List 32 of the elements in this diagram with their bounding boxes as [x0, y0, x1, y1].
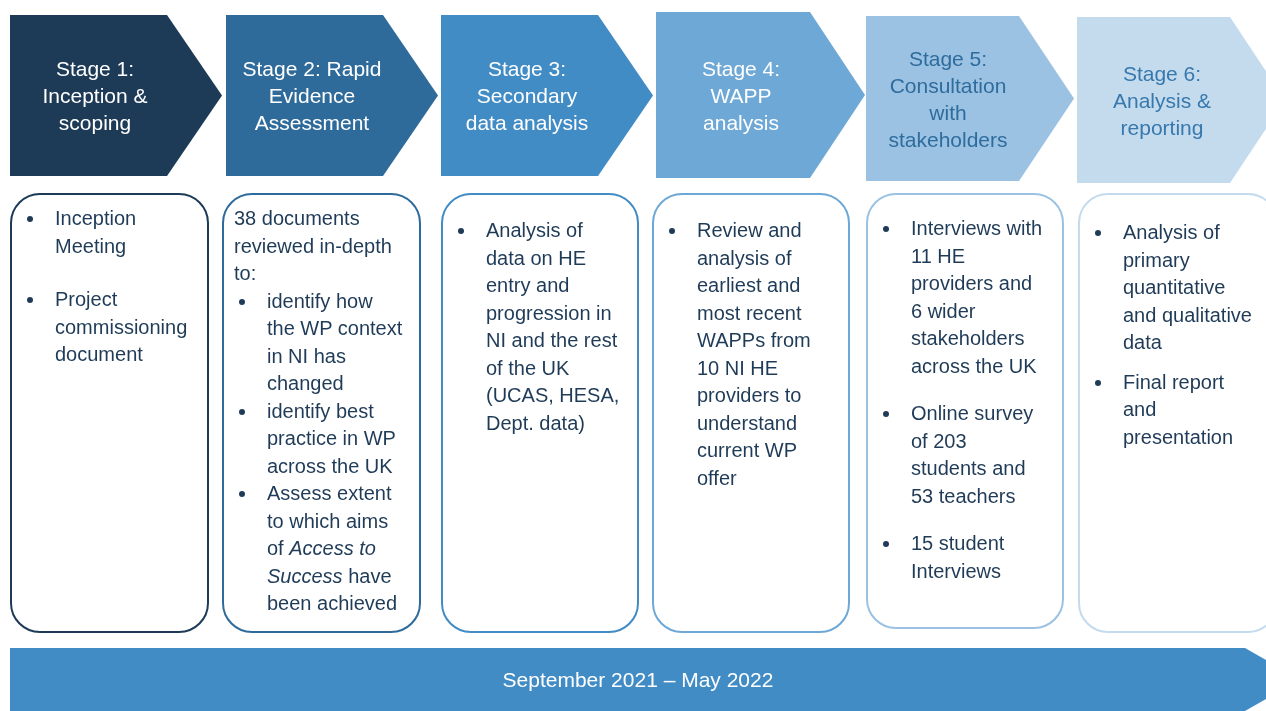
timeline-label: September 2021 – May 2022: [501, 666, 775, 693]
activity-card: [222, 193, 421, 633]
bullet-text: Online survey of 203 students and 53 teachers: [911, 402, 1034, 507]
bullet-text: Assess extent to which aims of Access to Success have been achieved: [267, 482, 398, 614]
chevron-stage-shape: [10, 15, 222, 176]
bullet-text: Inception Meeting: [55, 207, 137, 257]
stage-title: Stage 1: Inception & scoping: [41, 56, 149, 136]
intro-text: 38 documents reviewed in-depth to:: [234, 207, 392, 284]
activity-card: [652, 193, 850, 633]
activity-card: [10, 193, 209, 633]
bullet-text: Analysis of data on HE entry and progression in NI and the rest of the UK (UCAS, HESA, Dept. data): [486, 219, 620, 434]
bullet-text: Review and analysis of earliest and most recent WAPPs from 10 NI HE providers to understand current WP offer: [697, 219, 811, 489]
activity-card: [441, 193, 639, 633]
bullet-text: Final report and presentation: [1123, 370, 1234, 448]
bullet-text: 15 student Interviews: [911, 532, 1005, 582]
stage-title: Stage 6: Analysis & reporting: [1111, 60, 1212, 141]
activity-card: [1078, 193, 1266, 633]
chevron-stage-shape: [866, 16, 1074, 181]
stage-title: Stage 4: WAPP analysis: [700, 55, 782, 136]
chevron-stage-shape: [1077, 17, 1266, 183]
stage-title: Stage 3: Secondary data analysis: [464, 56, 590, 136]
chevron-stage-shape: [226, 15, 438, 176]
stage-title: Stage 5: Consultation with stakeholders: [887, 45, 1009, 153]
bullet-text: identify best practice in WP across the UK: [267, 399, 396, 477]
bullet-text: Project commissioning document: [55, 288, 188, 365]
activity-card: [866, 193, 1064, 629]
chevron-stage-shape: [656, 12, 865, 178]
bullet-text: Analysis of primary quantitative and qualitative data: [1123, 221, 1252, 353]
stage-title: Stage 2: Rapid Evidence Assessment: [241, 56, 383, 136]
bullet-text: Interviews with 11 HE providers and 6 wider stakeholders across the UK: [911, 217, 1043, 377]
timeline-arrow-band: [10, 648, 1266, 711]
chevron-stage-shape: [441, 15, 653, 176]
